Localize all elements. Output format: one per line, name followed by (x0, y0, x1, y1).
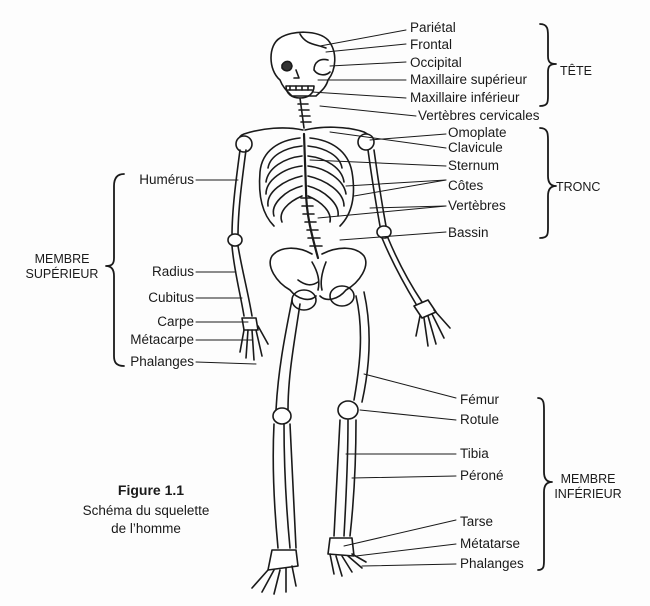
label-femur: Fémur (460, 392, 500, 407)
label-phalanges-main: Phalanges (130, 354, 194, 369)
label-phalanges-pied: Phalanges (460, 556, 524, 571)
label-tibia: Tibia (460, 446, 489, 461)
left-leg (251, 299, 301, 595)
rib-cage (258, 132, 355, 227)
label-maxillaire-superieur: Maxillaire supérieur (410, 72, 528, 87)
figure-caption-line1: Schéma du squelette (82, 503, 210, 518)
label-omoplate: Omoplate (448, 125, 507, 140)
group-label-tete: TÊTE (560, 64, 592, 78)
figure-caption-line2: de l’homme (111, 521, 181, 536)
label-occipital: Occipital (410, 55, 462, 70)
brace-membre-inf (537, 397, 553, 571)
figure-caption: Schéma du squelette de l’homme (36, 502, 256, 538)
brace-tronc (539, 127, 557, 239)
right-arm (367, 149, 451, 347)
label-maxillaire-inferieur: Maxillaire inférieur (410, 90, 520, 105)
group-label-membre-superieur: MEMBRE SUPÉRIEUR (22, 252, 102, 282)
lumbar-spine (300, 188, 323, 260)
right-leg (327, 291, 370, 577)
label-radius: Radius (151, 264, 194, 279)
label-clavicule: Clavicule (448, 140, 503, 155)
group-label-membre-inferieur: MEMBRE INFÉRIEUR (548, 472, 628, 502)
label-perone: Péroné (460, 468, 504, 483)
label-humerus: Humérus (139, 172, 194, 187)
leader-lines (195, 29, 457, 567)
group-braces (105, 23, 557, 571)
label-metatarse: Métatarse (460, 536, 521, 551)
label-vertebres: Vertèbres (448, 198, 506, 213)
group-label-membre-superieur-line1: MEMBRE (34, 252, 90, 266)
label-cubitus: Cubitus (148, 290, 194, 305)
label-tarse: Tarse (460, 514, 494, 529)
figure-title: Figure 1.1 (117, 482, 185, 498)
skull (270, 31, 336, 99)
label-vertebres-cervicales: Vertèbres cervicales (418, 108, 540, 123)
group-label-membre-inferieur-line1: MEMBRE (560, 472, 616, 486)
label-sternum: Sternum (448, 158, 500, 173)
brace-tete (539, 23, 557, 107)
group-label-membre-superieur-line2: SUPÉRIEUR (25, 267, 99, 281)
label-frontal: Frontal (410, 37, 453, 52)
label-parietal: Pariétal (410, 20, 456, 35)
group-label-membre-inferieur-line2: INFÉRIEUR (554, 487, 622, 501)
shoulders (235, 126, 375, 153)
label-cotes: Côtes (448, 178, 484, 193)
pelvis (269, 247, 367, 311)
brace-membre-sup (105, 173, 125, 367)
cervical-spine (297, 97, 312, 129)
left-arm (227, 149, 269, 361)
label-bassin: Bassin (448, 225, 489, 240)
label-carpe: Carpe (157, 314, 194, 329)
label-metacarpe: Métacarpe (130, 332, 194, 347)
label-rotule: Rotule (460, 412, 500, 427)
group-label-tronc: TRONC (556, 180, 601, 194)
